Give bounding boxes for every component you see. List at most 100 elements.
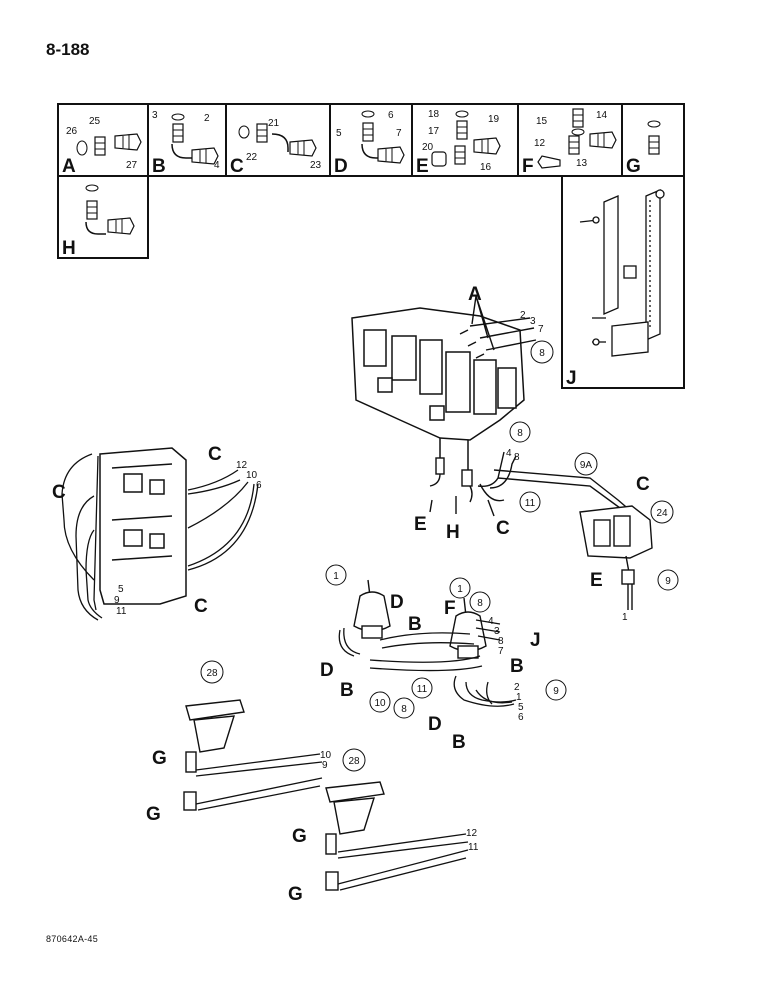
callout: 17 <box>428 126 440 137</box>
callout: 15 <box>536 116 548 127</box>
joystick-hoses <box>338 619 517 707</box>
label-d: D <box>320 660 334 681</box>
label-a: A <box>468 284 482 305</box>
callout: 4 <box>214 160 220 171</box>
callout: 6 <box>256 480 262 491</box>
pedal-lower-hoses <box>337 833 469 891</box>
callout: 4 <box>506 448 512 459</box>
label-b: B <box>452 732 466 753</box>
pedal-upper <box>183 699 245 811</box>
callout: 20 <box>422 142 434 153</box>
panel-a: A 26 25 27 <box>62 116 142 177</box>
panel-label: H <box>62 238 76 259</box>
callout-circle: 11 <box>525 498 536 509</box>
callout: 4 <box>488 616 494 627</box>
label-c: C <box>52 482 66 503</box>
callout: 6 <box>518 712 524 723</box>
panel-label: F <box>522 156 534 177</box>
callout: 11 <box>116 606 127 617</box>
left-block-hoses <box>61 453 259 621</box>
label-b: B <box>340 680 354 701</box>
callout-circle: 24 <box>656 508 668 519</box>
callout: 5 <box>118 584 124 595</box>
panel-label: B <box>152 156 166 177</box>
label-e: E <box>414 514 427 535</box>
callout: 25 <box>89 116 101 127</box>
callout: 23 <box>310 160 322 171</box>
right-valve <box>579 505 653 610</box>
parts-panel-strip <box>57 103 685 389</box>
callout-circle: 28 <box>206 668 218 679</box>
label-c: C <box>208 444 222 465</box>
callout: 8 <box>514 452 520 463</box>
callout: 5 <box>336 128 342 139</box>
panel-b: B 3 2 4 <box>152 110 220 177</box>
callout-circle: 11 <box>417 684 428 695</box>
callout-circle: 28 <box>348 756 360 767</box>
drawing-code: 870642A-45 <box>46 934 99 944</box>
callout: 12 <box>466 828 478 839</box>
callout: 3 <box>530 316 536 327</box>
callout: 13 <box>576 158 588 169</box>
callout: 6 <box>388 110 394 121</box>
joystick-left <box>353 579 391 639</box>
label-g: G <box>146 804 161 825</box>
callout-circle: 9A <box>580 460 593 471</box>
callout: 9 <box>114 595 120 606</box>
callout-circle: 1 <box>457 584 463 595</box>
callout: 12 <box>534 138 546 149</box>
panel-j: J <box>566 189 665 389</box>
callout: 16 <box>480 162 492 173</box>
joystick-right <box>449 597 487 659</box>
panel-d: D 6 5 7 <box>334 110 405 177</box>
callout: 2 <box>514 682 520 693</box>
panel-label: E <box>416 156 429 177</box>
panel-label: J <box>566 368 577 389</box>
callout-circle: 9 <box>665 576 671 587</box>
callout: 21 <box>268 118 280 129</box>
callout: 11 <box>468 842 479 853</box>
callout: 18 <box>428 109 440 120</box>
label-c: C <box>636 474 650 495</box>
callout: 12 <box>236 460 248 471</box>
panel-c: C 21 22 23 <box>230 118 322 177</box>
callout: 7 <box>538 324 544 335</box>
pedal-upper-hoses <box>195 753 323 811</box>
callout: 7 <box>498 646 504 657</box>
label-c: C <box>496 518 510 539</box>
callout-circle: 1 <box>333 571 339 582</box>
callout: 27 <box>126 160 138 171</box>
panel-h: H <box>62 184 135 259</box>
label-b: B <box>510 656 524 677</box>
callout: 1 <box>622 612 628 623</box>
label-g: G <box>288 884 303 905</box>
callout: 3 <box>152 110 158 121</box>
label-g: G <box>292 826 307 847</box>
callout: 1 <box>516 692 522 703</box>
callout-circle: 8 <box>477 598 483 609</box>
valve-lower-fittings <box>429 451 633 517</box>
pedal-lower <box>325 781 385 891</box>
callout: 5 <box>518 702 524 713</box>
left-valve-block <box>99 447 187 605</box>
callout-circle: 9 <box>553 686 559 697</box>
valve-hoses-top <box>459 295 537 359</box>
callout: 9 <box>322 760 328 771</box>
panel-label: C <box>230 156 244 177</box>
label-c: C <box>194 596 208 617</box>
callout: 22 <box>246 152 258 163</box>
label-f: F <box>444 598 456 619</box>
callout: 2 <box>520 310 526 321</box>
callout-circle: 10 <box>374 698 386 709</box>
panel-e: E 18 17 19 20 16 <box>416 109 501 177</box>
label-e: E <box>590 570 603 591</box>
callout-circle: 8 <box>401 704 407 715</box>
callout: 14 <box>596 110 608 121</box>
callout: 7 <box>396 128 402 139</box>
callout: 19 <box>488 114 500 125</box>
callout: 10 <box>320 750 332 761</box>
callout: 26 <box>66 126 78 137</box>
label-g: G <box>152 748 167 769</box>
panel-label: G <box>626 156 641 177</box>
